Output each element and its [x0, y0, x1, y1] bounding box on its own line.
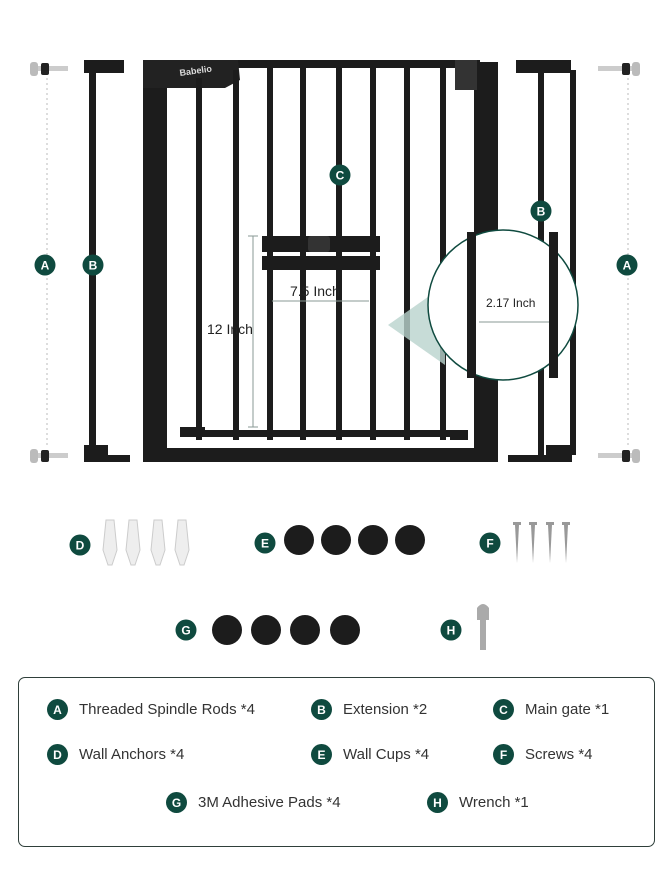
legend-item-f: F Screws *4 [493, 744, 593, 765]
badge-icon: F [493, 744, 514, 765]
main-gate [143, 60, 498, 462]
legend-text: 3M Adhesive Pads *4 [198, 794, 341, 811]
legend-text: Screws *4 [525, 746, 593, 763]
wrench-icon [477, 604, 489, 650]
wall-cups [284, 525, 425, 555]
legend-item-d: D Wall Anchors *4 [47, 744, 184, 765]
wall-anchors [102, 519, 190, 566]
legend-item-b: B Extension *2 [311, 699, 427, 720]
badge-icon: A [47, 699, 68, 720]
parts-legend [18, 677, 655, 847]
legend-item-a: A Threaded Spindle Rods *4 [47, 699, 255, 720]
badge-icon: E [311, 744, 332, 765]
badge-b-right: B [530, 200, 552, 222]
legend-text: Threaded Spindle Rods *4 [79, 701, 255, 718]
badge-c: C [329, 164, 351, 186]
badge-icon: D [47, 744, 68, 765]
spindle-rod-left [30, 62, 68, 463]
badge-icon: C [493, 699, 514, 720]
badge-f: F [479, 532, 501, 554]
height-measure: 12 Inch [207, 321, 253, 337]
legend-text: Wall Anchors *4 [79, 746, 185, 763]
badge-g: G [175, 619, 197, 641]
badge-icon: G [166, 792, 187, 813]
bar-gap-measure: 2.17 Inch [486, 296, 536, 310]
measure-lines [248, 235, 369, 428]
spindle-rod-right [598, 62, 640, 463]
badge-h: H [440, 619, 462, 641]
legend-item-g: G 3M Adhesive Pads *4 [166, 792, 341, 813]
badge-b-left: B [82, 254, 104, 276]
legend-text: Wrench *1 [459, 794, 529, 811]
legend-text: Wall Cups *4 [343, 746, 430, 763]
adhesive-pads [212, 615, 360, 645]
badge-icon: H [427, 792, 448, 813]
magnifier [427, 229, 579, 381]
brand-logo: Babelio [179, 63, 213, 77]
legend-text: Main gate *1 [525, 701, 610, 718]
legend-item-h: H Wrench *1 [427, 792, 529, 813]
screws [513, 522, 570, 563]
width-measure: 7.5 Inch [290, 283, 340, 299]
badge-d: D [69, 534, 91, 556]
badge-icon: B [311, 699, 332, 720]
badge-e: E [254, 532, 276, 554]
legend-item-c: C Main gate *1 [493, 699, 609, 720]
legend-item-e: E Wall Cups *4 [311, 744, 429, 765]
gate-illustration: Babelio [30, 60, 640, 463]
legend-text: Extension *2 [343, 701, 428, 718]
badge-a-right: A [616, 254, 638, 276]
badge-a-left: A [34, 254, 56, 276]
parts-illustration [102, 519, 570, 650]
